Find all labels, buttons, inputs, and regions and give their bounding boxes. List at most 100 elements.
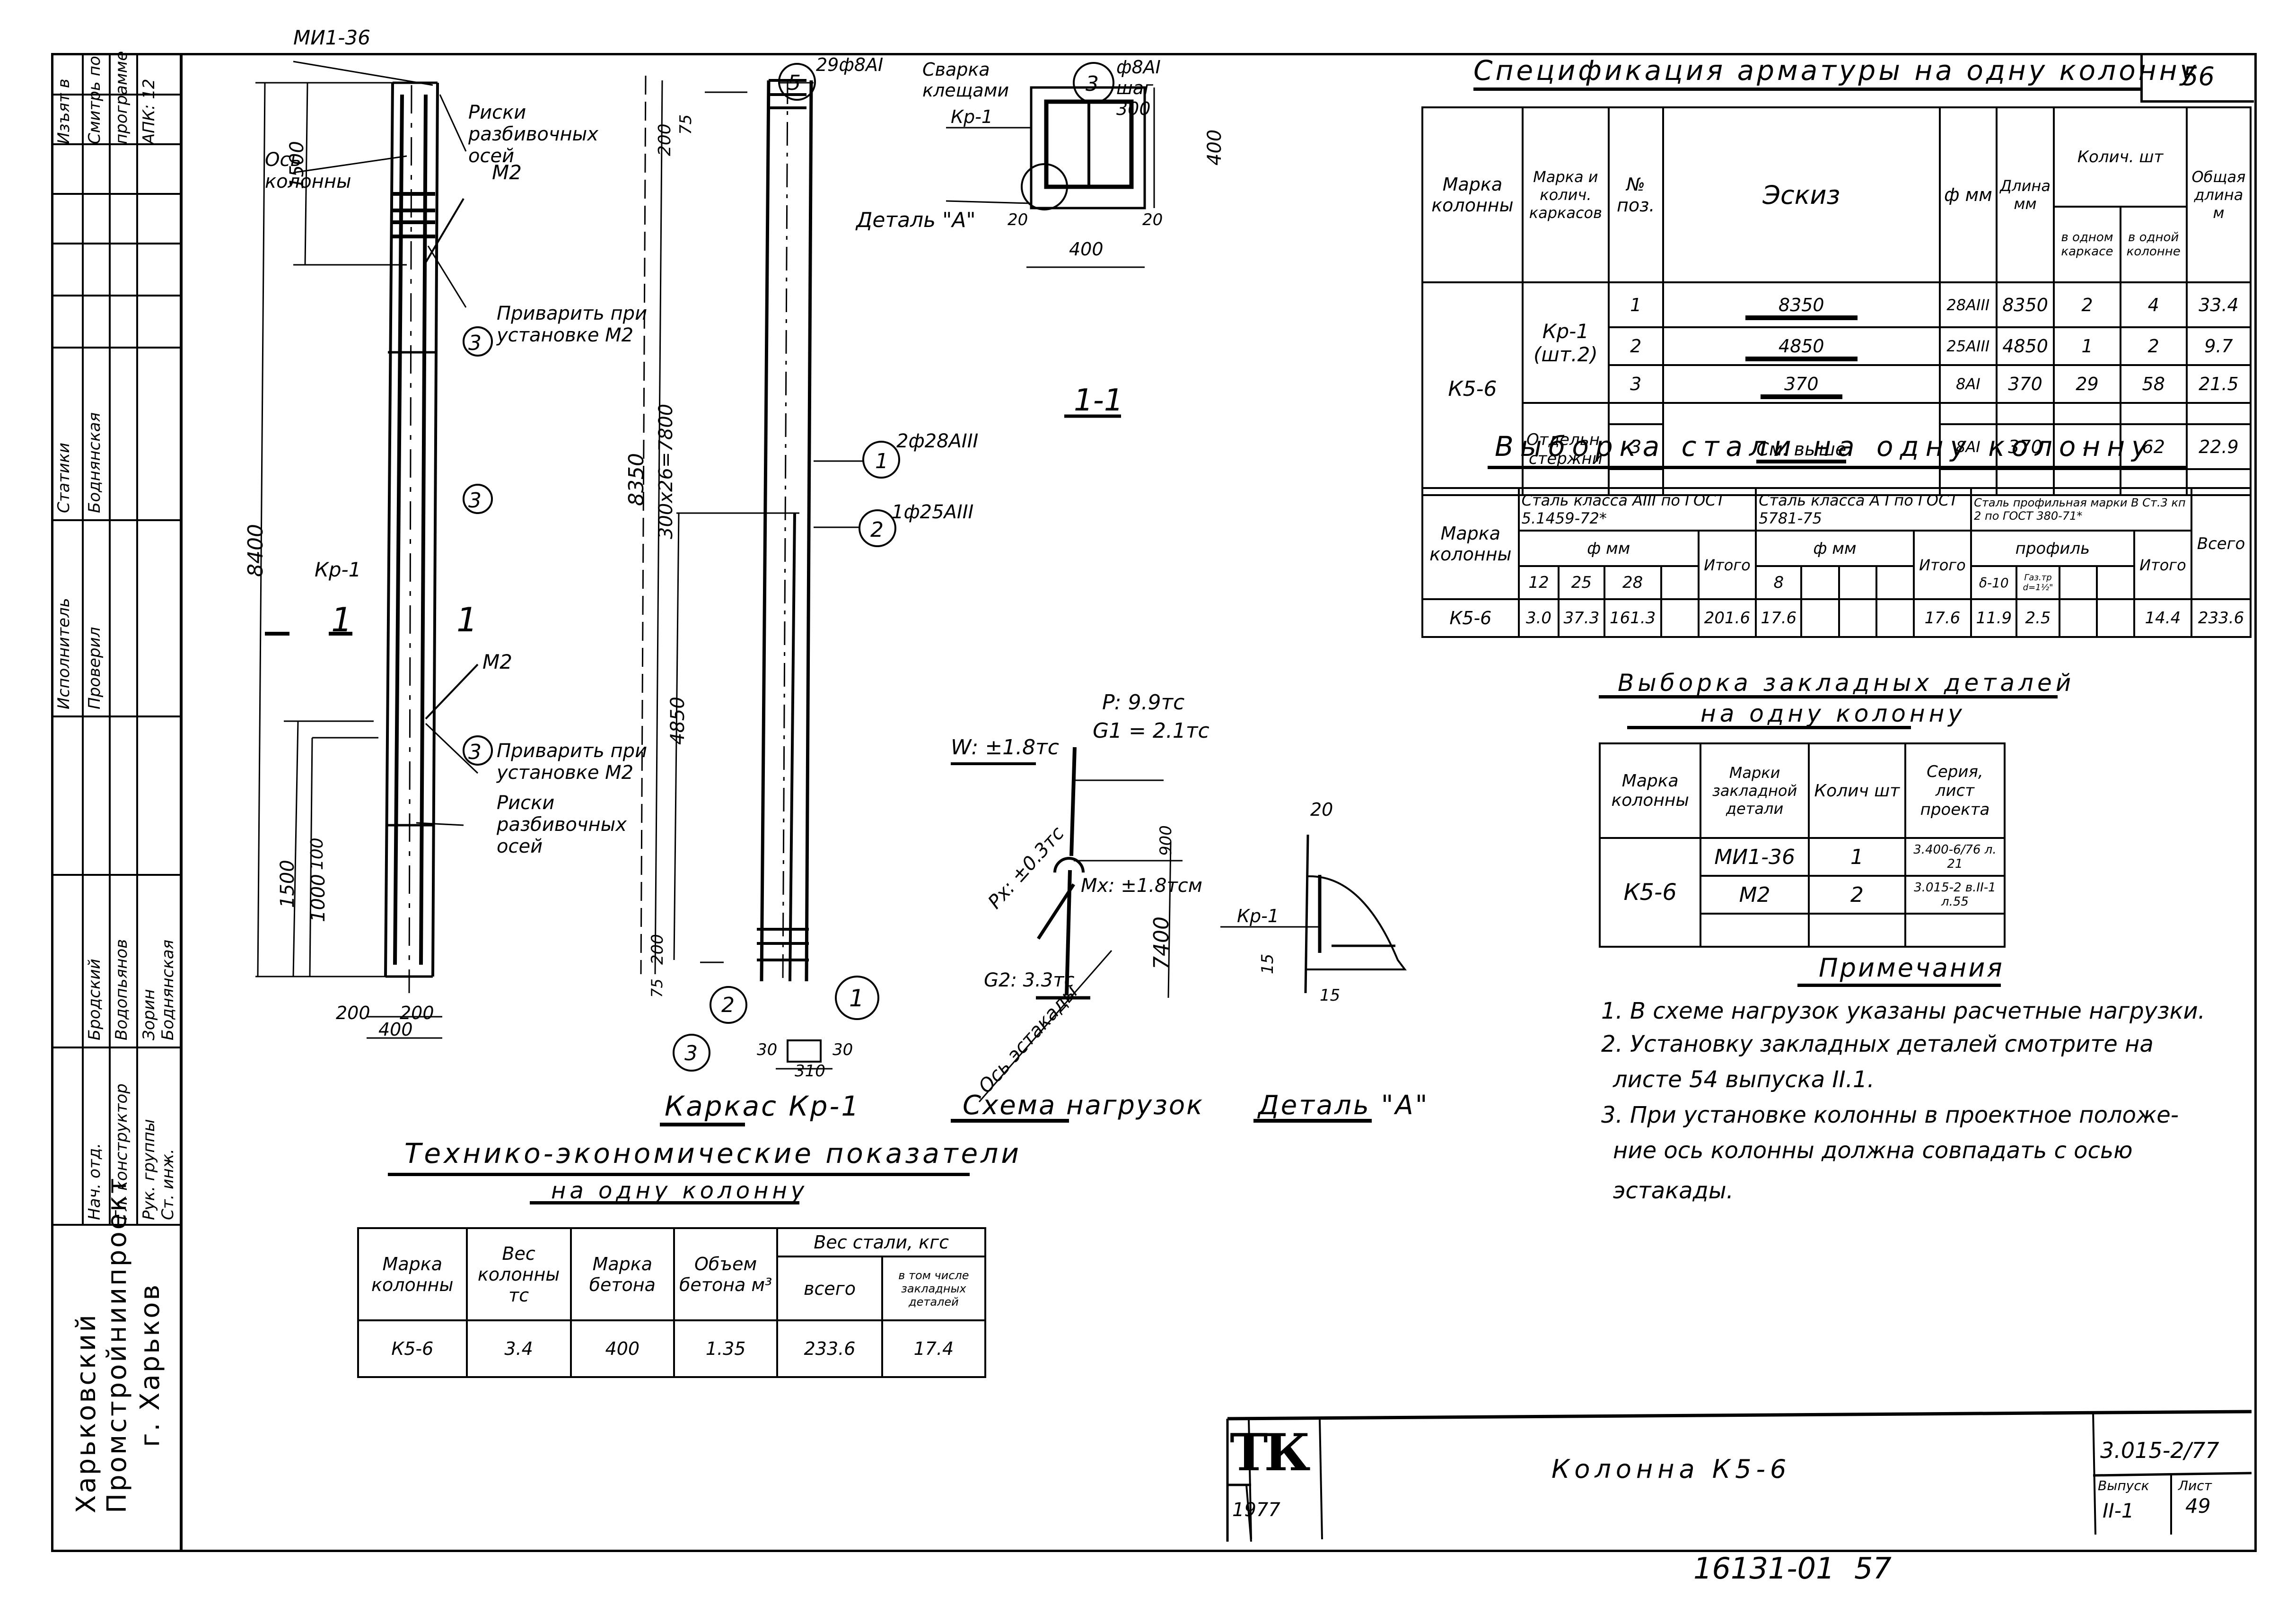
load-Mx: Mx: ±1.8тсм <box>1081 875 1202 897</box>
embedded-title-underline <box>1599 695 2058 698</box>
steel-a3-value <box>1660 598 1700 638</box>
issue-label: Выпуск <box>2098 1478 2149 1493</box>
tech-weight: 3.4 <box>465 1319 572 1378</box>
steel-h-a3-col <box>1660 565 1700 600</box>
notes-title: Примечания <box>1819 953 2004 983</box>
label-risk-top: Риски разбивочных осей <box>468 102 598 167</box>
spec-in-cage: 2 <box>2053 281 2121 328</box>
revision-note-2: Смитрь по <box>85 56 104 144</box>
emb-h-part: Марки закладной детали <box>1700 742 1810 839</box>
dim-310: 310 <box>795 1062 825 1081</box>
callout-3-a: 3 <box>468 331 482 355</box>
emb-h-qty: Колич шт <box>1807 742 1906 839</box>
spec-h-qty: Колич. шт <box>2053 106 2188 208</box>
sig-name-3: Зорин <box>140 989 158 1040</box>
dim-900: 900 <box>1157 825 1175 856</box>
spec-h-length: Длина мм <box>1995 106 2055 283</box>
spec-in-cage: 1 <box>2053 326 2121 366</box>
spec-in-col: 58 <box>2119 364 2188 404</box>
steel-h-total: Всего <box>2191 487 2252 600</box>
tech-row: К5-6 3.4 400 1.35 233.6 17.4 <box>357 1319 987 1378</box>
emb-qty: 2 <box>1807 875 1906 915</box>
note-3-end: эстакады. <box>1613 1178 1734 1204</box>
drawing-frame <box>180 53 2257 1552</box>
tech-h-steel: Вес стали, кгс <box>776 1227 986 1257</box>
spec-total: 33.4 <box>2185 281 2252 328</box>
steel-h-a3-col: 12 <box>1517 565 1560 600</box>
sig-name-1: Бродский <box>85 959 104 1040</box>
dim-400-height: 400 <box>1204 129 1226 166</box>
tech-h-steel-embedded: в том числе закладных деталей <box>881 1256 987 1321</box>
sig-role-3: Рук. группы <box>140 1119 158 1220</box>
steel-h-profile-col <box>2058 565 2098 600</box>
notes-title-underline <box>1797 984 2001 987</box>
steel-h-a3-col: 28 <box>1603 565 1662 600</box>
series-number: 3.015-2/77 <box>2100 1438 2219 1463</box>
issue-value: II-1 <box>2103 1499 2134 1522</box>
steel-profile-value: 11.9 <box>1970 598 2018 638</box>
archive-number: 16131-01 <box>1693 1551 1835 1586</box>
steel-a3-total: 201.6 <box>1697 598 1757 638</box>
note-2: 2. Установку закладных деталей смотрите … <box>1601 1031 2154 1057</box>
steel-table-title: Выборка стали на одну колонну <box>1495 430 2155 462</box>
emb-part: М2 <box>1700 875 1810 915</box>
sig-role-1: Нач. отд. <box>85 1143 104 1220</box>
label-pos1: 2ф28АIII <box>896 430 979 452</box>
steel-profile-value <box>2095 598 2135 638</box>
steel-a1-value: 17.6 <box>1755 598 1803 638</box>
section-mark-right: 1 <box>456 601 478 639</box>
spec-total: 22.9 <box>2185 423 2252 470</box>
label-weld-bottom: Приварить при установке М2 <box>497 740 648 784</box>
dim-pitch: 300x26=7800 <box>655 403 677 539</box>
steel-h-a1-col <box>1800 565 1840 600</box>
left-title-strip <box>51 53 182 1552</box>
dim-1500-top: 1500 <box>286 141 308 189</box>
steel-h-a1: Сталь класса А I по ГОСТ 5781-75 <box>1755 487 1972 532</box>
spec-in-col: 2 <box>2119 326 2188 366</box>
dim-20-left: 20 <box>1008 210 1028 229</box>
embedded-table: Марка колонны Марки закладной детали Кол… <box>1598 742 2006 948</box>
steel-h-profile-sub: профиль <box>1970 530 2135 567</box>
dim-8400: 8400 <box>244 524 268 577</box>
sig-checked: Проверил <box>85 627 104 709</box>
callout-3-section: 3 <box>684 1041 698 1065</box>
drawing-title: Колонна К5-6 <box>1551 1454 1791 1484</box>
emb-qty: 1 <box>1807 837 1906 877</box>
callout-2-section: 2 <box>721 993 735 1017</box>
tech-mark: К5-6 <box>357 1319 468 1378</box>
tech-h-steel-total: всего <box>776 1256 883 1321</box>
tech-concrete: 400 <box>570 1319 675 1378</box>
section-title: 1-1 <box>1074 383 1123 418</box>
spec-total: 21.5 <box>2185 364 2252 404</box>
steel-profile-total: 14.4 <box>2133 598 2193 638</box>
callout-3-b: 3 <box>468 489 482 513</box>
spec-length: 4850 <box>1995 326 2055 366</box>
dim-30-left: 30 <box>757 1040 778 1059</box>
steel-a1-total: 17.6 <box>1912 598 1972 638</box>
spec-total: 9.7 <box>2185 326 2252 366</box>
spec-length: 370 <box>1995 364 2055 404</box>
note-1: 1. В схеме нагрузок указаны расчетные на… <box>1601 998 2205 1024</box>
spec-dia: 8АI <box>1939 423 1998 470</box>
label-m2-top: М2 <box>492 161 522 184</box>
spec-in-col: 62 <box>2119 423 2188 470</box>
label-welding: Сварка клещами <box>922 59 1009 101</box>
revision-note-4: АПК: 12 <box>140 79 158 145</box>
load-P: P: 9.9тс <box>1102 690 1185 715</box>
org-name-1: Харьковский <box>71 1313 102 1513</box>
spec-pos: 2 <box>1607 326 1664 366</box>
load-G1: G1 = 2.1тс <box>1093 719 1209 743</box>
spec-sketch: 4850 <box>1662 326 1941 366</box>
emb-ref: 3.400-6/76 л. 21 <box>1904 837 2006 877</box>
embedded-table-subtitle: на одну колонну <box>1700 700 1966 727</box>
dim-75-top: 75 <box>676 114 695 135</box>
sheet-value: 49 <box>2185 1494 2211 1518</box>
tech-h-concrete: Марка бетона <box>570 1227 675 1321</box>
callout-3-c: 3 <box>468 740 482 764</box>
tech-volume: 1.35 <box>673 1319 779 1378</box>
spec-h-total: Общая длина м <box>2185 106 2252 283</box>
steel-title-underline <box>1488 466 2188 469</box>
steel-a1-value <box>1875 598 1915 638</box>
note-2-cont: листе 54 выпуска II.1. <box>1613 1066 1875 1093</box>
dim-20-right: 20 <box>1142 210 1163 229</box>
